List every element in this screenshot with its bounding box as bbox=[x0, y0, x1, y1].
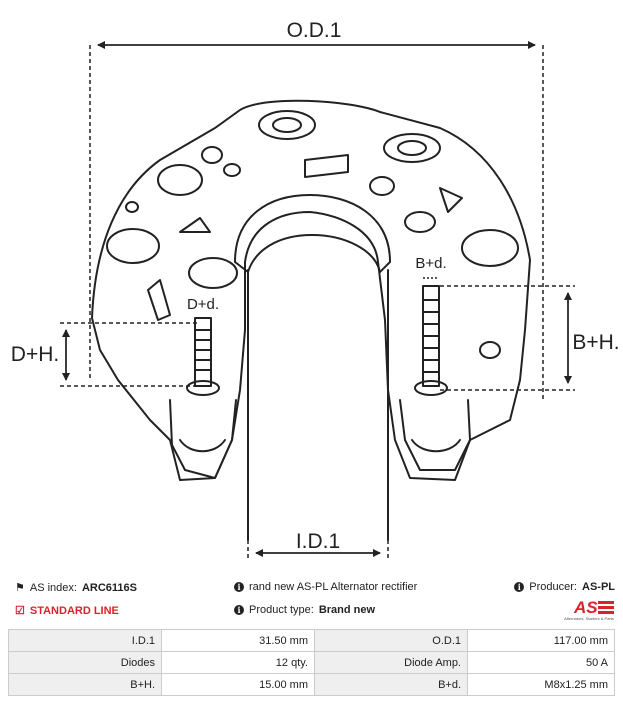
spec-value: M8x1.25 mm bbox=[467, 673, 615, 696]
table-row: I.D.1 31.50 mm O.D.1 117.00 mm bbox=[8, 629, 615, 652]
checkbox-icon: ☑ bbox=[15, 605, 25, 617]
info-icon: i bbox=[234, 605, 244, 615]
producer-value: AS-PL bbox=[582, 581, 615, 593]
info-icon: i bbox=[234, 582, 244, 592]
specs-table: I.D.1 31.50 mm O.D.1 117.00 mm Diodes 12… bbox=[8, 629, 615, 696]
spec-label: B+d. bbox=[314, 673, 468, 696]
id1-label: I.D.1 bbox=[296, 530, 340, 553]
as-index: ⚑ AS index: ARC6116S bbox=[15, 581, 138, 595]
spec-label: Diode Amp. bbox=[314, 651, 468, 674]
standard-line-text: STANDARD LINE bbox=[29, 604, 119, 617]
spec-label: I.D.1 bbox=[8, 629, 162, 652]
as-index-value: ARC6116S bbox=[81, 581, 138, 594]
product-type-label: Product type: bbox=[249, 604, 314, 616]
producer: i Producer: AS-PL bbox=[514, 581, 615, 593]
product-type-value: Brand new bbox=[318, 604, 376, 616]
standard-line: ☑ STANDARD LINE bbox=[15, 604, 119, 618]
spec-value: 117.00 mm bbox=[467, 629, 615, 652]
tag-icon: ⚑ bbox=[15, 582, 25, 594]
description-text: rand new AS-PL Alternator rectifier bbox=[249, 581, 418, 593]
svg-text:Alternators, Starters & Parts: Alternators, Starters & Parts bbox=[564, 616, 614, 621]
dd-label: D+d. bbox=[187, 296, 219, 313]
dh-label: D+H. bbox=[11, 343, 59, 366]
as-index-label: AS index: bbox=[29, 581, 77, 594]
spec-value: 31.50 mm bbox=[161, 629, 315, 652]
spec-label: Diodes bbox=[8, 651, 162, 674]
spec-value: 15.00 mm bbox=[161, 673, 315, 696]
rectifier-diagram: O.D.1 I.D.1 D+H. B+H. D+d. B+d. bbox=[11, 19, 620, 560]
spec-value: 50 A bbox=[467, 651, 615, 674]
spec-label: B+H. bbox=[8, 673, 162, 696]
spec-label: O.D.1 bbox=[314, 629, 468, 652]
as-pl-logo: AS Alternators, Starters & Parts bbox=[564, 598, 614, 621]
description: i rand new AS-PL Alternator rectifier bbox=[234, 581, 417, 593]
od1-label: O.D.1 bbox=[287, 19, 342, 42]
bd-label: B+d. bbox=[415, 255, 446, 272]
producer-label: Producer: bbox=[529, 581, 577, 593]
info-icon: i bbox=[514, 582, 525, 592]
table-row: B+H. 15.00 mm B+d. M8x1.25 mm bbox=[8, 673, 615, 696]
dimension-lines bbox=[60, 41, 575, 560]
spec-value: 12 qty. bbox=[161, 651, 315, 674]
product-type: i Product type: Brand new bbox=[234, 604, 375, 616]
svg-text:AS: AS bbox=[573, 598, 598, 617]
table-row: Diodes 12 qty. Diode Amp. 50 A bbox=[8, 651, 615, 674]
rectifier-outline bbox=[91, 99, 531, 541]
bh-label: B+H. bbox=[572, 331, 619, 354]
